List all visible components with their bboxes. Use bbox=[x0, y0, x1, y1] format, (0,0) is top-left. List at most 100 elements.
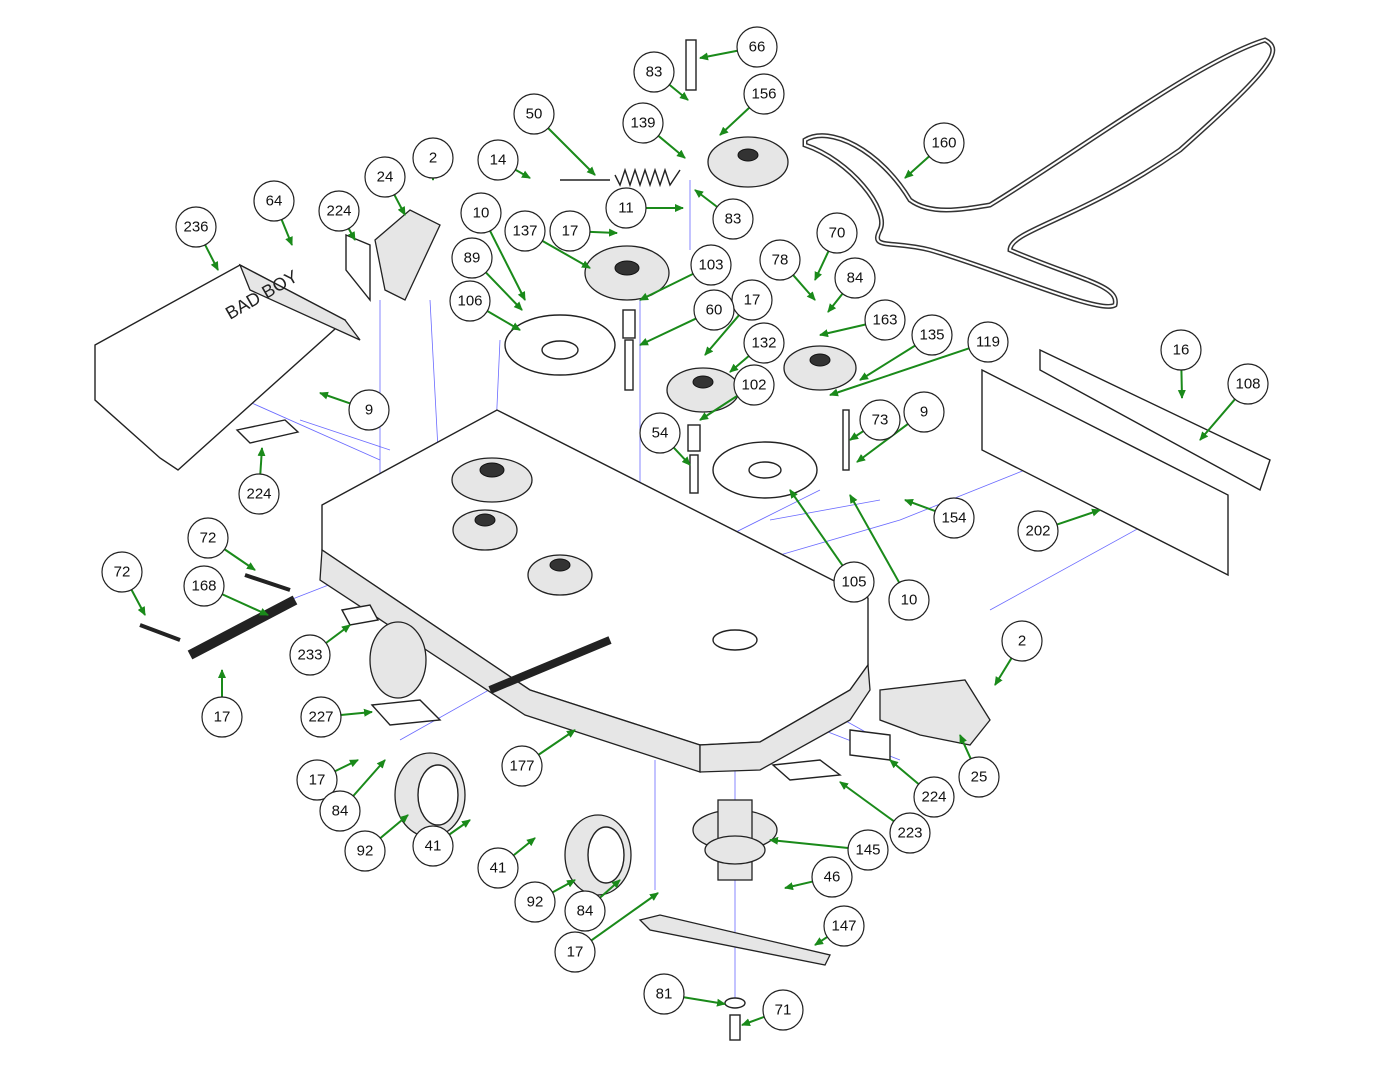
callout-circle bbox=[823, 905, 865, 947]
callout-119: 119 bbox=[967, 321, 1009, 363]
callout-number: 78 bbox=[772, 252, 789, 269]
callout-number: 84 bbox=[332, 803, 349, 820]
callout-number: 17 bbox=[744, 292, 761, 309]
callout-number: 60 bbox=[706, 302, 723, 319]
callout-70: 70 bbox=[816, 212, 858, 254]
callout-circle bbox=[888, 579, 930, 621]
callout-16: 16 bbox=[1160, 329, 1202, 371]
callout-72: 72 bbox=[101, 551, 143, 593]
callout-circle bbox=[859, 399, 901, 441]
callout-number: 105 bbox=[841, 574, 866, 591]
callout-circle bbox=[811, 856, 853, 898]
leader-arrow bbox=[729, 355, 750, 373]
leader-arrow bbox=[694, 189, 718, 208]
leader-arrow bbox=[257, 447, 266, 475]
callout-circle bbox=[175, 206, 217, 248]
callout-139: 139 bbox=[622, 102, 664, 144]
callout-number: 41 bbox=[490, 860, 507, 877]
pulley-135 bbox=[783, 345, 857, 391]
callout-108: 108 bbox=[1227, 363, 1269, 405]
leader-arrow bbox=[904, 499, 936, 513]
leader-arrow bbox=[1056, 508, 1101, 526]
leader-arrow bbox=[340, 708, 373, 717]
callout-circle bbox=[605, 187, 647, 229]
leader-arrow bbox=[1199, 398, 1236, 441]
leader-arrow bbox=[590, 892, 659, 942]
callout-number: 9 bbox=[920, 404, 928, 421]
callout-circle bbox=[633, 51, 675, 93]
callout-72: 72 bbox=[187, 517, 229, 559]
callout-2: 2 bbox=[412, 137, 454, 179]
callout-84: 84 bbox=[834, 257, 876, 299]
belt-cover-24 bbox=[374, 209, 441, 301]
callout-circle bbox=[733, 364, 775, 406]
callout-circle bbox=[958, 756, 1000, 798]
callout-10: 10 bbox=[888, 579, 930, 621]
leader-arrow bbox=[856, 423, 909, 463]
callout-84: 84 bbox=[319, 790, 361, 832]
callout-number: 17 bbox=[214, 709, 231, 726]
callout-circle bbox=[933, 497, 975, 539]
callout-163: 163 bbox=[864, 299, 906, 341]
leader-arrow bbox=[379, 814, 409, 839]
callout-number: 11 bbox=[618, 200, 634, 217]
callout-168: 168 bbox=[183, 565, 225, 607]
callout-circle bbox=[639, 412, 681, 454]
callout-circle bbox=[743, 73, 785, 115]
leader-arrow bbox=[904, 155, 930, 179]
callout-number: 41 bbox=[425, 838, 442, 855]
callout-circle bbox=[833, 561, 875, 603]
callout-73: 73 bbox=[859, 399, 901, 441]
callout-223: 223 bbox=[889, 812, 931, 854]
callout-circle bbox=[643, 973, 685, 1015]
callout-circle bbox=[300, 696, 342, 738]
callout-number: 119 bbox=[976, 334, 1000, 351]
callout-41: 41 bbox=[477, 847, 519, 889]
leader-arrow bbox=[859, 344, 916, 381]
callout-circle bbox=[412, 825, 454, 867]
callout-number: 137 bbox=[512, 223, 537, 240]
callout-number: 14 bbox=[490, 152, 507, 169]
leader-arrow bbox=[319, 391, 351, 405]
callout-circle bbox=[913, 776, 955, 818]
callout-circle bbox=[477, 847, 519, 889]
callout-number: 89 bbox=[464, 250, 481, 267]
baffle-202 bbox=[981, 368, 1229, 577]
callout-number: 145 bbox=[855, 842, 880, 859]
callout-number: 24 bbox=[377, 169, 394, 186]
leader-arrow bbox=[547, 127, 596, 176]
callout-circle bbox=[319, 790, 361, 832]
leader-arrow bbox=[792, 274, 816, 301]
callout-14: 14 bbox=[477, 139, 519, 181]
callout-177: 177 bbox=[501, 745, 543, 787]
callout-number: 106 bbox=[457, 293, 482, 310]
leader-arrow bbox=[489, 230, 526, 301]
callout-number: 72 bbox=[200, 530, 217, 547]
callout-circle bbox=[514, 881, 556, 923]
callout-circle bbox=[187, 517, 229, 559]
blade-147 bbox=[638, 914, 831, 966]
callout-circle bbox=[549, 210, 591, 252]
leader-arrow bbox=[514, 168, 531, 179]
callout-number: 17 bbox=[562, 223, 579, 240]
callout-number: 154 bbox=[941, 510, 966, 527]
callout-50: 50 bbox=[513, 93, 555, 135]
callout-number: 9 bbox=[365, 402, 373, 419]
callout-154: 154 bbox=[933, 497, 975, 539]
callout-circle bbox=[911, 314, 953, 356]
callout-60: 60 bbox=[693, 289, 735, 331]
callout-17: 17 bbox=[201, 696, 243, 738]
callout-17: 17 bbox=[554, 931, 596, 973]
callout-103: 103 bbox=[690, 244, 732, 286]
callout-circle bbox=[759, 239, 801, 281]
leader-arrow bbox=[657, 135, 686, 159]
callout-25: 25 bbox=[958, 756, 1000, 798]
callout-circle bbox=[847, 829, 889, 871]
leader-arrow bbox=[769, 836, 849, 849]
callout-17: 17 bbox=[296, 759, 338, 801]
callout-circle bbox=[348, 389, 390, 431]
callout-224: 224 bbox=[238, 473, 280, 515]
